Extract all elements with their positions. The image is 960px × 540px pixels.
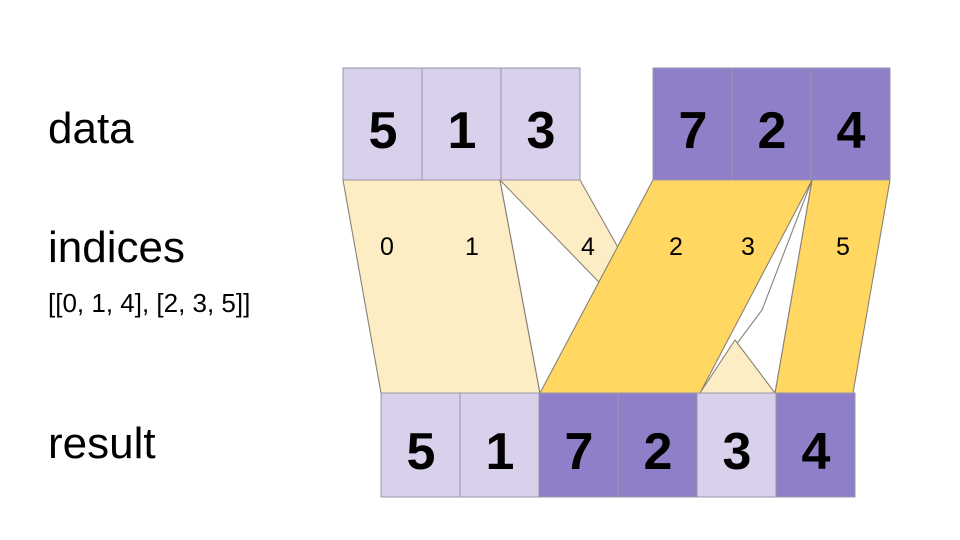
ribbon-layer (342, 179, 891, 394)
row-label-indices: indices (48, 223, 185, 272)
row-label-result: result (48, 419, 156, 468)
result-cell-3 (617, 392, 698, 498)
index-label-4: 4 (581, 233, 595, 261)
result-cell-1 (459, 392, 540, 498)
result-cell-0-value: 5 (407, 423, 436, 481)
index-label-3: 3 (741, 233, 755, 261)
result-cell-1-value: 1 (486, 423, 515, 481)
indices-expression-label: [[0, 1, 4], [2, 3, 5]] (48, 288, 250, 318)
result-row: 5 1 7 2 3 4 (380, 392, 856, 498)
result-cell-5-value: 4 (802, 423, 831, 481)
data-cell-4 (731, 67, 812, 181)
index-label-layer: 0 1 4 2 3 5 (380, 233, 850, 261)
index-label-2: 2 (669, 233, 683, 261)
index-label-5: 5 (836, 233, 850, 261)
result-cell-4 (696, 392, 777, 498)
result-cell-5 (775, 392, 856, 498)
data-cell-3-value: 7 (679, 102, 708, 160)
result-cell-3-value: 2 (644, 423, 673, 481)
data-cell-0 (342, 67, 423, 181)
data-cell-2 (500, 67, 581, 181)
data-cell-5-value: 4 (837, 102, 866, 160)
result-cell-0 (380, 392, 461, 498)
data-cell-5 (810, 67, 891, 181)
data-cell-1-value: 1 (448, 102, 477, 160)
data-row: 5 1 3 7 2 4 (342, 67, 891, 181)
data-cell-1 (421, 67, 502, 181)
index-label-1: 1 (465, 233, 479, 261)
data-cell-0-value: 5 (369, 102, 398, 160)
data-cell-4-value: 2 (758, 102, 787, 160)
index-label-0: 0 (380, 233, 394, 261)
result-cell-2-value: 7 (565, 423, 594, 481)
data-cell-3 (652, 67, 733, 181)
result-cell-2 (538, 392, 619, 498)
row-label-data: data (48, 104, 134, 153)
result-cell-4-value: 3 (723, 423, 752, 481)
data-cell-2-value: 3 (527, 102, 556, 160)
